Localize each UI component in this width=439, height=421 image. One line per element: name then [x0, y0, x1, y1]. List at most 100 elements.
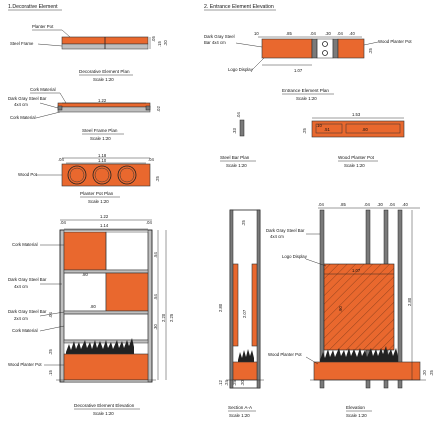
dim-wp-80: .80	[362, 127, 368, 132]
label-logo-display: Logo Display	[228, 67, 254, 72]
entrance-element-plan: 10 .85 .04 .30 .04 .40 .25 1.07 Dark Gra…	[204, 31, 412, 101]
dim-wp-10: .10	[316, 123, 322, 128]
dim-de-04-left: .04	[48, 312, 53, 318]
dim-sb-04: .04	[236, 112, 241, 118]
dim-de-30: .30	[153, 324, 158, 330]
dim-de-80: .80	[82, 272, 88, 277]
dim-ep-25: .25	[368, 48, 373, 54]
label-cork-material-de: Cork Material	[12, 242, 38, 247]
dim-pp-04a: .04	[58, 157, 64, 162]
title-entrance-plan: Entrance Element Plan	[282, 88, 329, 93]
elevation-plant-icon	[320, 346, 398, 362]
dim-sa-25b: .25	[232, 380, 237, 386]
title-elevation: Elevation	[346, 405, 365, 410]
label-planter-pot: Planter Pot	[32, 24, 54, 29]
dim-sa-12: .12	[218, 380, 223, 386]
dim-el-90: .90	[338, 306, 343, 312]
dim-pp-25: .25	[155, 176, 160, 182]
scale-planter-pot: Scale 1:20	[88, 199, 109, 204]
label-el-steel-bar: Dark Gray Steel Bar	[266, 228, 305, 233]
dim-plan-20: .20	[163, 40, 168, 46]
dim-el-20: .20	[422, 370, 427, 376]
label-entrance-wood-planter: Wood Planter Pot	[378, 39, 412, 44]
dim-ep-107: 1.07	[294, 68, 303, 73]
dim-sa-25: .25	[241, 220, 246, 226]
title-decorative-elevation: Decorative Element Elevation	[74, 403, 135, 408]
dim-de-54b: .54	[153, 294, 158, 300]
dim-ep-30: .30	[325, 31, 331, 36]
label-wood-pot: Wood Pot	[18, 172, 38, 177]
dim-sa-280: 2.80	[218, 303, 223, 312]
scale-elevation: Scale 1:20	[346, 413, 367, 418]
label-steel-bar-sf: Dark Gray Steel Bar	[8, 96, 47, 101]
label-steel-frame: Steel Frame	[10, 41, 34, 46]
dim-plan-05: .05	[151, 36, 156, 42]
dim-de-15-left: .15	[48, 370, 53, 376]
dim-de-114: 1.14	[100, 223, 109, 228]
dim-el-04c: .04	[389, 202, 395, 207]
dim-plan-15: .15	[157, 41, 162, 47]
dim-de-225: 2.25	[169, 313, 174, 322]
dim-el-04a: .04	[318, 202, 324, 207]
dim-sa-207: 2.07	[242, 309, 247, 318]
dim-sa-24: .24	[224, 380, 229, 386]
section-plant-icon	[238, 349, 254, 362]
dim-de-25-left: .25	[48, 349, 53, 355]
dim-de-122: 1.22	[100, 214, 109, 219]
label-steel-bar-2x4-de: Dark Gray Steel Bar	[8, 309, 47, 314]
steel-frame-plan: 1.22 .02 Cork Material Dark Gray Steel B…	[8, 87, 161, 141]
title-steel-frame-plan: Steel Frame Plan	[82, 128, 118, 133]
title-plan: Decorative Element Plan	[79, 69, 130, 74]
dim-de-80b: .80	[90, 304, 96, 309]
dim-wp-51: .51	[324, 127, 330, 132]
section-a-a: .25 2.80 2.07 .12 .24 .25 .20 Section A-…	[218, 209, 264, 418]
dim-el-40: .40	[402, 202, 408, 207]
dim-de-04b: .04	[146, 220, 152, 225]
dim-el-107: 1.07	[352, 268, 361, 273]
dim-ep-40: .40	[349, 31, 355, 36]
label-4x4-de: 4x4 cm	[14, 284, 28, 289]
label-el-wood-planter: Wood Planter Pot	[268, 352, 302, 357]
label-4x4-sf: 4x4 cm	[14, 102, 28, 107]
label-el-4x4: 4x4 cm	[270, 234, 284, 239]
dim-sf-122: 1.22	[98, 98, 107, 103]
dim-sb-33: .33	[232, 128, 237, 134]
scale-wood-planter: Scale 1:20	[344, 163, 365, 168]
dim-wp-25: .25	[302, 128, 307, 134]
scale-steel-bar: Scale 1:20	[226, 163, 247, 168]
scale-section: Scale 1:20	[229, 413, 250, 418]
scale-decorative-elevation: Scale 1:20	[93, 411, 114, 416]
label-cork-material-de2: Cork Material	[12, 328, 38, 333]
heading-decorative: 1.Decorative Element	[8, 4, 58, 10]
decorative-element-plan: .05 .15 .20 Planter Pot Steel Frame Deco…	[10, 24, 168, 82]
title-section: Section A-A	[228, 405, 253, 410]
title-planter-pot-plan: Planter Pot Plan	[80, 191, 114, 196]
dim-ep-85: .85	[286, 31, 292, 36]
dim-ep-04b: .04	[337, 31, 343, 36]
dim-sf-02: .02	[156, 106, 161, 112]
dim-pp-118: 1.18	[98, 153, 107, 158]
dim-de-54a: .54	[153, 252, 158, 258]
label-steel-bar-de: Dark Gray Steel Bar	[8, 277, 47, 282]
plant-foliage-icon	[66, 338, 134, 354]
title-wood-planter-pot: Wood Planter Pot	[338, 155, 375, 160]
dim-el-30: .30	[377, 202, 383, 207]
scale-plan: Scale 1:20	[93, 77, 114, 82]
dim-de-220: 2.20	[161, 313, 166, 322]
entrance-elevation: .04 .85 .04 .30 .04 .40 1.07 .90 .02 2.8…	[266, 202, 434, 418]
label-entrance-steel: Dark Gray Steel	[204, 34, 235, 39]
dim-ep-10: 10	[254, 31, 259, 36]
dim-pp-110: 1.10	[98, 158, 107, 163]
dim-pp-04b: .04	[148, 157, 154, 162]
dim-el-280: 2.80	[407, 297, 412, 306]
dim-el-04b: .04	[364, 202, 370, 207]
dim-el-25: .25	[429, 370, 434, 376]
wood-planter-pot: 1.53 .51 .80 .10 .25 Wood Planter Pot Sc…	[302, 112, 405, 168]
dim-wp-153: 1.53	[352, 112, 361, 117]
label-el-logo: Logo Display	[282, 254, 308, 259]
scale-entrance-plan: Scale 1:20	[296, 96, 317, 101]
label-cork-material-sf: Cork Material	[30, 87, 56, 92]
dim-ep-04a: .04	[310, 31, 316, 36]
